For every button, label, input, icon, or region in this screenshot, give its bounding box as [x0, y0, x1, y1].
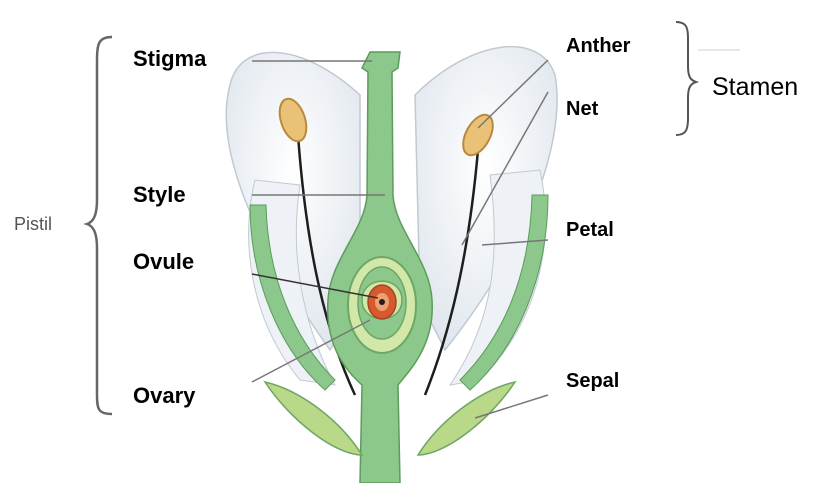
- label-ovary: Ovary: [133, 383, 195, 409]
- ovule-nucleus: [379, 299, 385, 305]
- pistil-bracket: [87, 37, 112, 414]
- label-style: Style: [133, 182, 186, 208]
- sepal-left: [265, 382, 362, 455]
- label-ovule: Ovule: [133, 249, 194, 275]
- label-stigma: Stigma: [133, 46, 206, 72]
- label-net: Net: [566, 98, 598, 121]
- stamen-bracket: [676, 22, 696, 135]
- label-pistil: Pistil: [14, 214, 52, 235]
- label-anther: Anther: [566, 35, 630, 58]
- label-sepal: Sepal: [566, 370, 619, 393]
- sepal-right: [418, 382, 515, 455]
- label-stamen: Stamen: [712, 73, 798, 102]
- label-petal: Petal: [566, 219, 614, 242]
